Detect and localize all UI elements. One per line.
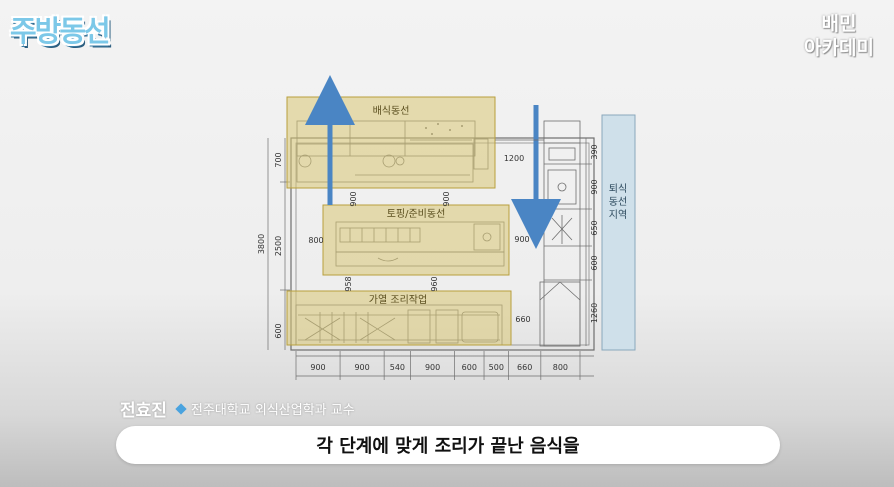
dim-bottom-8: 800 [553,363,568,372]
dim-top-gap: 1200 [504,154,524,163]
dim-bottom-7: 660 [517,363,532,372]
speaker-caption: 전효진 전주대학교 외식산업학과 교수 [120,396,355,421]
zone-exit-label-3: 지역 [609,209,627,221]
dim-left-2: 2500 [274,236,283,256]
dim-bottom-3: 540 [390,363,405,372]
dim-bottom-5: 600 [462,363,477,372]
zone-cook-label: 가열 조리작업 [369,293,427,306]
dim-left-1: 700 [274,152,283,167]
zone-exit-label-2: 동선 [609,196,627,208]
dim-right-2: 900 [590,179,599,194]
zone-prep-box [322,204,510,276]
dim-cook-right: 660 [515,315,530,324]
dim-aisle-b: 960 [430,276,439,291]
subtitle-bar: 각 단계에 맞게 조리가 끝난 음식을 [116,426,780,464]
show-logo: 주방동선 [10,14,111,48]
diamond-icon [175,402,187,415]
subtitle-text: 각 단계에 맞게 조리가 끝난 음식을 [316,436,580,457]
dim-bottom-2: 900 [354,363,369,372]
dim-right-3: 650 [590,220,599,235]
zone-exit-box [601,114,636,351]
dim-bottom-1: 900 [310,363,325,372]
brand-logo-line2: 아카데미 [804,37,874,59]
bottom-dimension-labels: 900 900 540 900 600 500 660 800 [310,363,568,372]
dim-left-3: 600 [274,323,283,338]
dim-col2: 900 [442,191,451,206]
speaker-title: 전주대학교 외식산업학과 교수 [190,403,355,418]
dim-right-1: 390 [590,144,599,159]
zone-exit-label-1: 퇴식 [609,183,627,195]
zone-prep-label: 토핑/준비동선 [387,208,446,220]
bottom-dimension-ticks [295,351,581,380]
brand-logo-line1: 배민 [821,13,857,35]
dim-total: 3800 [257,234,266,254]
zone-cook-box [286,290,512,346]
dimension-lines [267,138,594,377]
dim-prep-right: 900 [514,235,529,244]
zone-service-label: 배식동선 [373,105,410,117]
dim-col1: 900 [349,191,358,206]
dim-right-5: 1260 [590,303,599,323]
brand-logo: 배민 아카데미 [796,12,882,60]
dim-bottom-6: 500 [489,363,504,372]
speaker-name: 전효진 [120,401,167,421]
dim-bottom-4: 900 [425,363,440,372]
dim-aisle-a: 958 [344,276,353,291]
right-equipment-column [539,120,581,347]
dim-prep-left: 800 [308,236,323,245]
dim-right-4: 600 [590,255,599,270]
